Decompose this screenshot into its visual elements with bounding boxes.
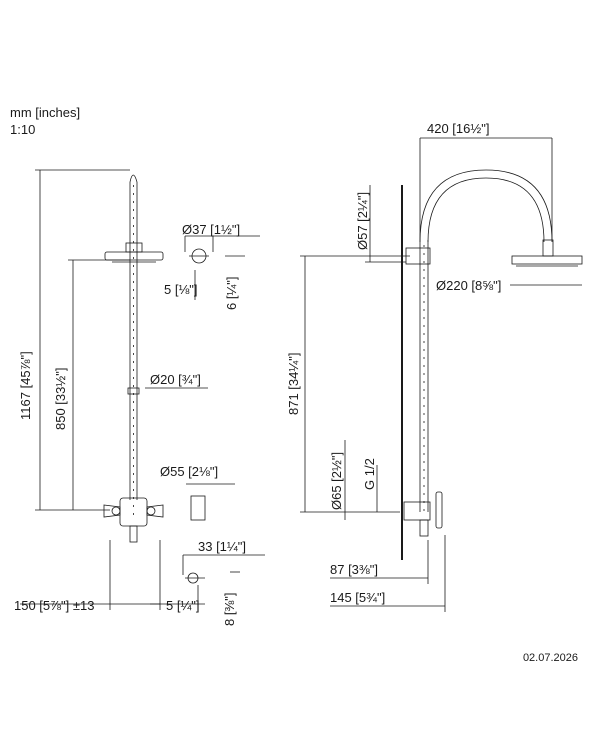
label-flange-depth: 5 [⅛"] xyxy=(164,282,198,297)
mixer-body xyxy=(119,497,148,527)
label-flange-height: 6 [¼"] xyxy=(224,276,239,310)
units-label: mm [inches] xyxy=(10,105,81,120)
label-side-offset: 5 [¼"] xyxy=(166,598,200,613)
label-valve-cover: Ø65 [2½"] xyxy=(329,452,344,510)
shower-head-right xyxy=(511,255,583,265)
left-view-geometry xyxy=(20,169,265,610)
label-total-height: 1167 [45⅞"] xyxy=(18,351,33,420)
label-rail-diameter: Ø20 [¾"] xyxy=(150,372,201,387)
label-thread: G 1/2 xyxy=(362,458,377,490)
label-centers: 150 [5⅞"] ±13 xyxy=(14,598,94,613)
label-handle-projection: 33 [1¼"] xyxy=(198,539,246,554)
shower-head-left xyxy=(104,251,164,261)
label-valve-diameter: Ø55 [2⅛"] xyxy=(160,464,218,479)
label-head-diameter: Ø220 [8⅝"] xyxy=(436,278,501,293)
handle-hub-right xyxy=(146,506,156,516)
valve-detail xyxy=(190,495,206,521)
handle-hub-left xyxy=(111,506,121,516)
arched-arm-outer xyxy=(419,169,553,243)
scale-label: 1:10 xyxy=(10,122,36,137)
label-handle-height: 8 [⅜"] xyxy=(222,592,237,626)
spout-side xyxy=(419,519,429,537)
rail-tip xyxy=(129,174,138,183)
label-arm-reach: 420 [16½"] xyxy=(427,121,489,136)
cross-handle-right xyxy=(146,504,164,518)
label-projection-outer: 87 [3⅜"] xyxy=(330,562,378,577)
right-view-geometry xyxy=(300,137,583,612)
mixer-handle-side xyxy=(435,491,443,529)
label-rail-height: 850 [33½"] xyxy=(53,368,68,430)
spout xyxy=(129,525,138,543)
arm-joint xyxy=(125,242,143,253)
cross-handle-left xyxy=(103,504,121,518)
label-upper-bracket: Ø57 [2¼"] xyxy=(355,192,370,250)
label-flange-diameter: Ø37 [1½"] xyxy=(182,222,240,237)
label-projection-total: 145 [5¾"] xyxy=(330,590,385,605)
dimension-labels: 1167 [45⅞"] 850 [33½"] Ø37 [1½"] 5 [⅛"] … xyxy=(14,121,501,626)
label-rail-height-right: 871 [34¼"] xyxy=(286,353,301,415)
revision-date: 02.07.2026 xyxy=(522,652,578,664)
mixer-side xyxy=(403,501,431,521)
head-joint xyxy=(542,239,554,257)
arched-arm-inner xyxy=(427,177,545,243)
rail-clamp xyxy=(127,387,140,395)
